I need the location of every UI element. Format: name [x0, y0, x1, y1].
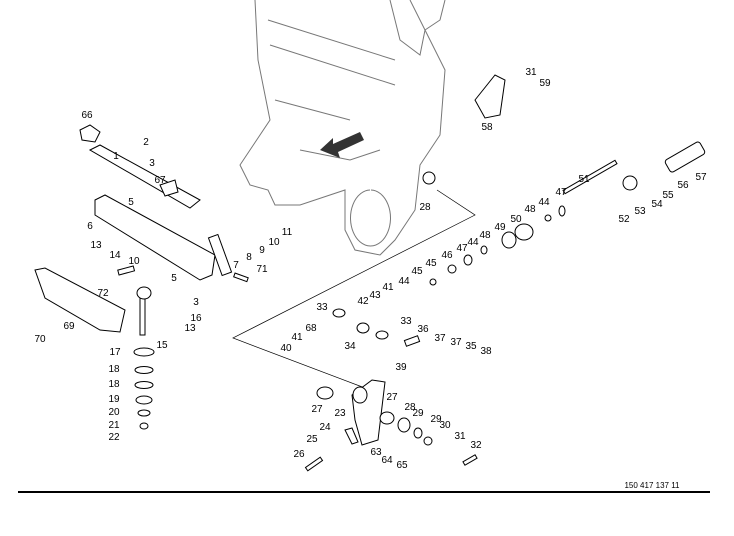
callout-label: 45: [411, 266, 423, 277]
callout-label: 48: [524, 204, 536, 215]
callout-label: 63: [370, 447, 382, 458]
callout-label: 35: [465, 341, 477, 352]
callout-label: 57: [695, 172, 707, 183]
callout-label: 66: [81, 110, 93, 121]
callout-label: 13: [90, 240, 102, 251]
callout-label: 30: [439, 420, 451, 431]
callout-label: 2: [143, 137, 149, 148]
callout-label: 38: [480, 346, 492, 357]
callout-label: 43: [369, 290, 381, 301]
callout-label: 41: [291, 332, 303, 343]
callout-label: 14: [109, 250, 121, 261]
callout-label: 48: [479, 230, 491, 241]
callout-label: 27: [311, 404, 323, 415]
callout-label: 8: [246, 252, 252, 263]
callout-label: 5: [171, 273, 177, 284]
machine-frame: [239, 0, 446, 256]
callout-label: 17: [109, 347, 121, 358]
callout-label: 46: [441, 250, 453, 261]
callout-label: 44: [467, 237, 479, 248]
callout-label: 5: [128, 197, 134, 208]
callout-label: 31: [454, 431, 466, 442]
callout-label: 29: [412, 408, 424, 419]
callout-label: 37: [434, 333, 446, 344]
callout-label: 13: [184, 323, 196, 334]
callout-label: 59: [539, 78, 551, 89]
callout-label: 44: [398, 276, 410, 287]
callout-label: 23: [334, 408, 346, 419]
callout-label: 67: [154, 175, 166, 186]
callout-label: 21: [108, 420, 120, 431]
callout-label: 1: [113, 151, 119, 162]
callout-label: 68: [305, 323, 317, 334]
drawing-number: 150 417 137 11: [624, 481, 680, 490]
callout-label: 55: [662, 190, 674, 201]
callout-label: 10: [128, 256, 140, 267]
callout-label: 28: [404, 402, 416, 413]
callout-label: 6: [87, 221, 93, 232]
callout-label: 18: [108, 379, 120, 390]
callout-label: 47: [456, 243, 468, 254]
callout-label: 11: [282, 227, 293, 238]
callout-label: 49: [494, 222, 506, 233]
callout-label: 33: [400, 316, 412, 327]
callout-label: 56: [677, 180, 689, 191]
callout-label: 40: [280, 343, 292, 354]
callout-label: 7: [233, 260, 239, 271]
callout-label: 32: [470, 440, 482, 451]
callout-label: 44: [538, 197, 550, 208]
callout-label: 71: [256, 264, 268, 275]
callout-label: 50: [510, 214, 522, 225]
callout-label: 26: [293, 449, 305, 460]
callout-label: 3: [193, 297, 199, 308]
callout-label: 54: [651, 199, 663, 210]
callout-label: 42: [357, 296, 369, 307]
callout-label: 9: [259, 245, 265, 256]
callout-label: 37: [450, 337, 462, 348]
callout-label: 64: [381, 455, 393, 466]
callout-label: 58: [481, 122, 493, 133]
callout-label: 22: [108, 432, 120, 443]
callout-label: 45: [425, 258, 437, 269]
callout-label: 52: [618, 214, 630, 225]
callout-label: 65: [396, 460, 408, 471]
callout-label: 72: [97, 288, 109, 299]
callout-label: 25: [306, 434, 318, 445]
callout-label: 19: [108, 394, 120, 405]
callout-label: 28: [419, 202, 431, 213]
callout-label: 18: [108, 364, 120, 375]
callout-label: 27: [386, 392, 398, 403]
callout-label: 53: [634, 206, 646, 217]
callout-label: 51: [578, 174, 590, 185]
callout-label: 41: [382, 282, 394, 293]
callout-label: 20: [108, 407, 120, 418]
callout-label: 34: [344, 341, 356, 352]
callout-label: 47: [555, 187, 567, 198]
callout-label: 24: [319, 422, 331, 433]
callout-label: 33: [316, 302, 328, 313]
callout-label: 16: [190, 313, 202, 324]
callout-label: 10: [268, 237, 280, 248]
callout-label: 69: [63, 321, 75, 332]
callout-label: 3: [149, 158, 155, 169]
callout-label: 36: [417, 324, 429, 335]
callout-label: 15: [156, 340, 168, 351]
callout-label: 39: [395, 362, 407, 373]
callout-label: 70: [34, 334, 46, 345]
callout-label: 31: [525, 67, 537, 78]
callout-label: 29: [430, 414, 442, 425]
right-assembly: [304, 74, 706, 472]
direction-arrow-icon: [320, 132, 364, 158]
left-assembly: [34, 124, 249, 430]
